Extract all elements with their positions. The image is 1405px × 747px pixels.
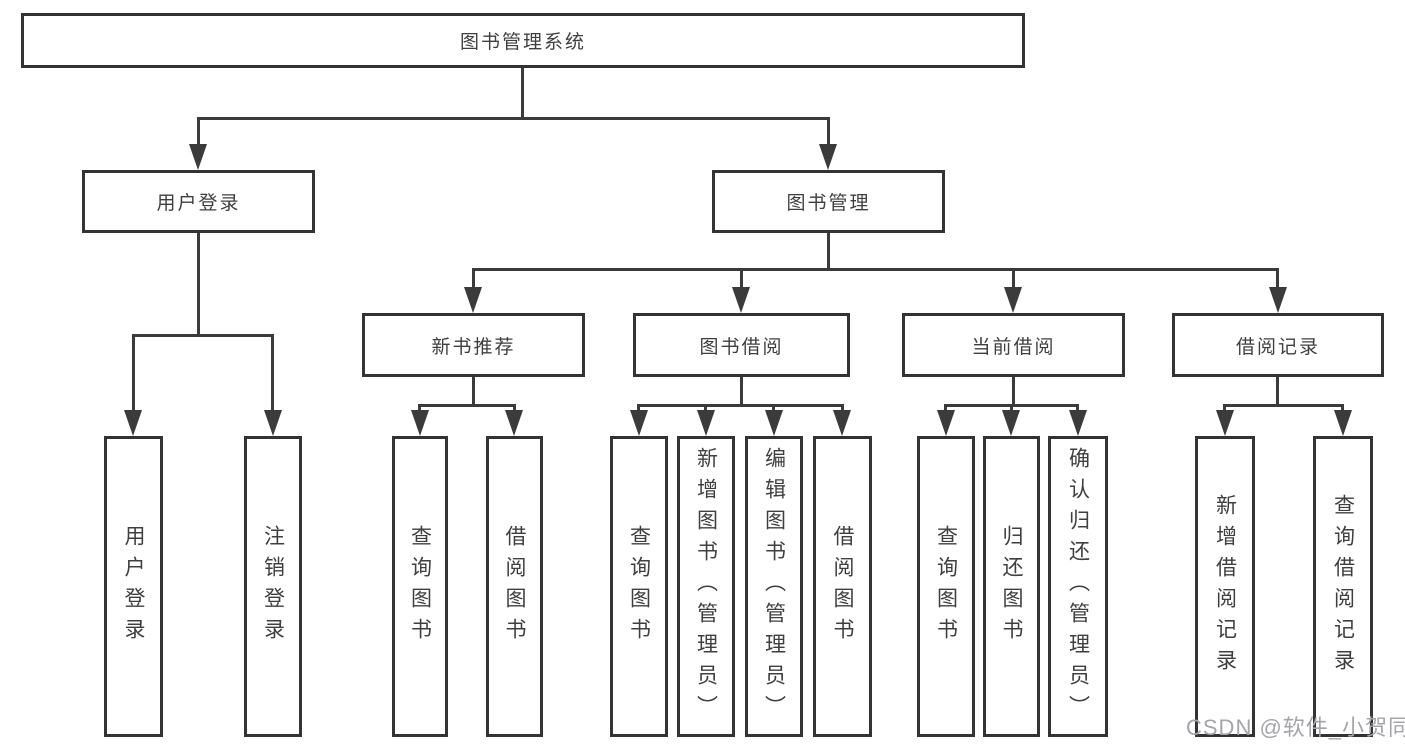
leaf-borrow-add-books-admin-label: 新增图书（管理员） [694, 447, 718, 726]
connector-root-stem [521, 68, 524, 118]
watermark: CSDN @软件_小贺同学 [1186, 715, 1405, 740]
connector-drop-bb-borrow [841, 404, 844, 414]
connector-drop-bb-edit [772, 404, 775, 414]
arrow-down-nb-borrow [505, 410, 523, 436]
arrow-down-cb-confirm [1069, 410, 1087, 436]
node-current-borrow: 当前借阅 [902, 313, 1125, 377]
connector-new-book-stem [472, 377, 475, 406]
connector-drop-book-management [827, 117, 830, 147]
arrow-down-leaf-login [124, 410, 142, 436]
connector-drop-nb-query [418, 404, 421, 414]
connector-drop-user-login [197, 117, 200, 147]
leaf-current-query-books-label: 查询图书 [934, 524, 958, 649]
connector-drop-book-borrow [740, 268, 743, 290]
arrow-down-book-management [819, 144, 837, 170]
leaf-logout: 注销登录 [244, 436, 302, 737]
leaf-current-return-books-label: 归还图书 [1000, 524, 1023, 649]
connector-drop-br-add [1223, 404, 1226, 414]
connector-user-login-stem [197, 233, 200, 336]
node-root: 图书管理系统 [21, 13, 1025, 68]
node-book-management: 图书管理 [712, 170, 945, 233]
leaf-records-query-record: 查询借阅记录 [1313, 436, 1373, 737]
leaf-newbook-borrow-books: 借阅图书 [486, 436, 543, 737]
arrow-down-bb-query [630, 410, 648, 436]
arrow-down-leaf-logout [264, 410, 282, 436]
connector-drop-borrow-records [1276, 268, 1279, 290]
connector-drop-cb-confirm [1076, 404, 1079, 414]
leaf-borrow-borrow-books: 借阅图书 [813, 436, 872, 737]
leaf-user-login-label: 用户登录 [122, 524, 145, 649]
connector-drop-cb-return [1010, 404, 1013, 414]
arrow-down-br-query [1334, 410, 1352, 436]
connector-drop-leaf-logout [271, 334, 274, 412]
arrow-down-br-add [1216, 410, 1234, 436]
node-root-label: 图书管理系统 [459, 32, 586, 53]
node-current-borrow-label: 当前借阅 [971, 336, 1056, 358]
arrow-down-bb-borrow [833, 410, 851, 436]
connector-current-borrow-stem [1012, 377, 1015, 406]
leaf-borrow-edit-books-admin: 编辑图书（管理员） [745, 436, 803, 737]
leaf-current-return-books: 归还图书 [983, 436, 1040, 737]
arrow-down-borrow-records [1269, 287, 1287, 313]
node-new-book-recommend: 新书推荐 [362, 313, 585, 377]
connector-drop-bb-query [637, 404, 640, 414]
connector-drop-nb-borrow [513, 404, 516, 414]
leaf-current-confirm-return-admin: 确认归还（管理员） [1048, 436, 1108, 737]
connector-drop-br-query [1341, 404, 1344, 414]
arrow-down-user-login [189, 144, 207, 170]
connector-book-management-stem [827, 233, 830, 270]
arrow-down-new-book [464, 287, 482, 313]
arrow-down-current-borrow [1004, 287, 1022, 313]
leaf-user-login: 用户登录 [104, 436, 163, 737]
connector-new-book-rail [418, 404, 516, 407]
leaf-borrow-edit-books-admin-label: 编辑图书（管理员） [762, 447, 786, 726]
arrow-down-book-borrow [732, 287, 750, 313]
leaf-borrow-borrow-books-label: 借阅图书 [831, 524, 854, 649]
leaf-newbook-borrow-books-label: 借阅图书 [503, 524, 526, 649]
node-borrow-records: 借阅记录 [1172, 313, 1384, 377]
connector-level3-rail [472, 268, 1279, 271]
node-borrow-records-label: 借阅记录 [1235, 336, 1320, 358]
leaf-newbook-query-books-label: 查询图书 [408, 524, 432, 649]
connector-book-borrow-rail [637, 404, 843, 407]
connector-book-borrow-stem [740, 377, 743, 406]
node-user-login-label: 用户登录 [156, 193, 241, 214]
node-book-borrow: 图书借阅 [633, 313, 850, 377]
node-user-login: 用户登录 [82, 170, 315, 233]
connector-drop-cb-query [944, 404, 947, 414]
connector-borrow-records-rail [1223, 404, 1343, 407]
leaf-borrow-query-books: 查询图书 [610, 436, 668, 737]
connector-borrow-records-stem [1276, 377, 1279, 406]
leaf-newbook-query-books: 查询图书 [392, 436, 448, 737]
arrow-down-cb-query [937, 410, 955, 436]
leaf-current-confirm-return-admin-label: 确认归还（管理员） [1066, 447, 1090, 726]
arrow-down-bb-add [697, 410, 715, 436]
leaf-current-query-books: 查询图书 [917, 436, 975, 737]
leaf-logout-label: 注销登录 [261, 524, 285, 649]
node-book-borrow-label: 图书借阅 [699, 336, 784, 358]
leaf-borrow-query-books-label: 查询图书 [627, 524, 651, 649]
node-book-management-label: 图书管理 [786, 193, 871, 214]
connector-drop-leaf-login [132, 334, 135, 412]
connector-drop-bb-add [704, 404, 707, 414]
leaf-borrow-add-books-admin: 新增图书（管理员） [677, 436, 735, 737]
node-new-book-recommend-label: 新书推荐 [431, 336, 516, 358]
arrow-down-cb-return [1002, 410, 1020, 436]
connector-drop-new-book [472, 268, 475, 290]
leaf-records-add-record-label: 新增借阅记录 [1213, 493, 1237, 680]
leaf-records-query-record-label: 查询借阅记录 [1331, 493, 1355, 680]
connector-user-login-rail [132, 334, 274, 337]
connector-level2-rail [197, 117, 830, 120]
leaf-records-add-record: 新增借阅记录 [1195, 436, 1255, 737]
arrow-down-nb-query [411, 410, 429, 436]
connector-drop-current-borrow [1012, 268, 1015, 290]
arrow-down-bb-edit [765, 410, 783, 436]
